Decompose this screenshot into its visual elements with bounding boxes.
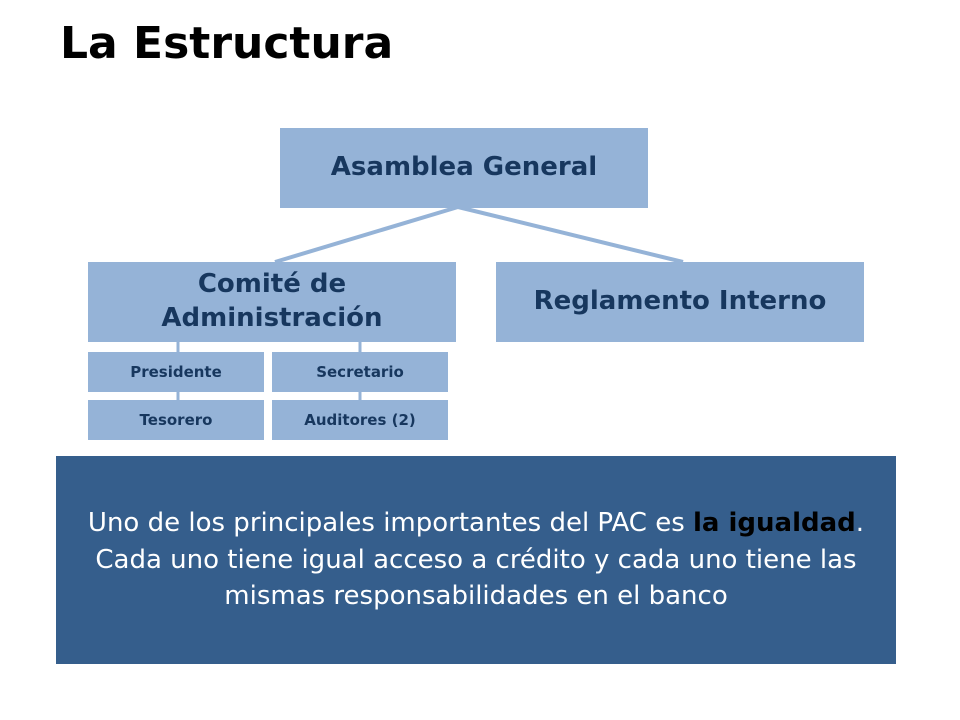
comite-administracion-box: Comité de Administración — [88, 262, 456, 342]
note-text-start: Uno de los principales importantes del P… — [87, 508, 694, 539]
reglamento-interno-label: Reglamento Interno — [533, 286, 827, 317]
auditores-label: Auditores (2) — [304, 411, 416, 429]
tesorero-label: Tesorero — [139, 411, 213, 429]
equality-note: Uno de los principales importantes del P… — [56, 456, 896, 664]
presidente-label: Presidente — [130, 363, 222, 381]
comite-administracion-label: Comité de Administración — [161, 269, 383, 333]
presidente-box: Presidente — [88, 352, 264, 392]
asamblea-general-box: Asamblea General — [280, 128, 648, 208]
note-highlight: la igualdad — [693, 508, 856, 539]
note-text-end: . Cada uno tiene igual acceso a crédito … — [95, 508, 865, 612]
reglamento-interno-box: Reglamento Interno — [496, 262, 864, 342]
asamblea-general-label: Asamblea General — [330, 152, 598, 183]
secretario-box: Secretario — [272, 352, 448, 392]
auditores-box: Auditores (2) — [272, 400, 448, 440]
secretario-label: Secretario — [316, 363, 404, 381]
tesorero-box: Tesorero — [88, 400, 264, 440]
equality-note-text: Uno de los principales importantes del P… — [80, 505, 872, 614]
page-title: La Estructura — [60, 18, 394, 69]
